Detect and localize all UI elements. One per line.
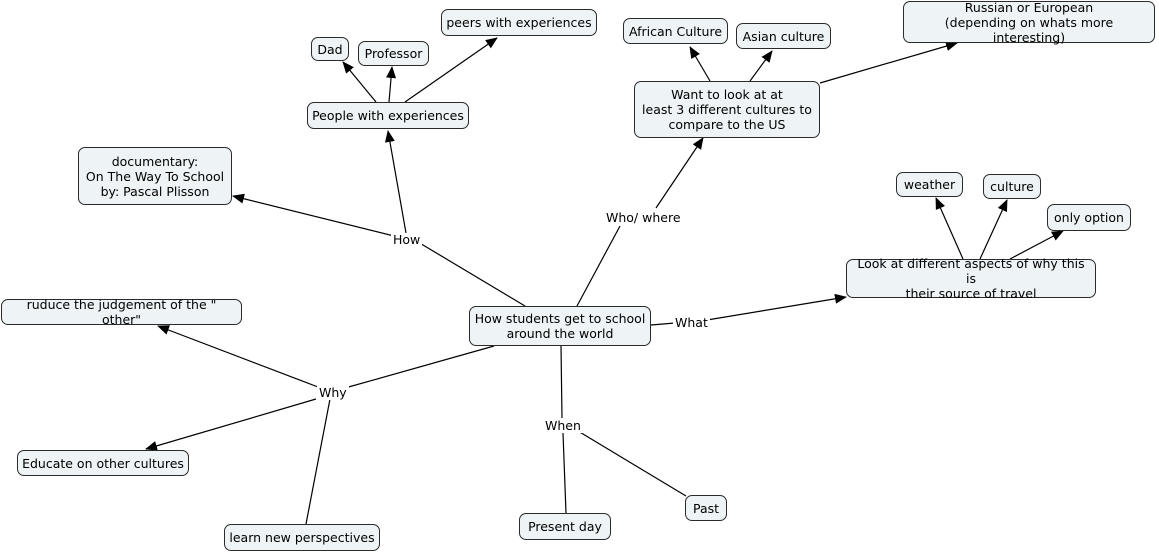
arrow-people-to-professor xyxy=(386,66,397,103)
arrow-how-to-documentary xyxy=(232,193,395,237)
arrow-why-to-educate xyxy=(145,398,317,451)
node-present-day[interactable]: Present day xyxy=(519,513,611,540)
node-past[interactable]: Past xyxy=(685,495,727,521)
node-professor[interactable]: Professor xyxy=(358,41,429,66)
node-learn-new-perspectives[interactable]: learn new perspectives xyxy=(224,524,380,551)
arrow-aspects-to-only-option xyxy=(1009,230,1064,260)
arrow-cultures-to-asian xyxy=(749,50,773,82)
line-center-to-who-where xyxy=(576,225,621,307)
arrow-who-where-to-cultures xyxy=(655,137,704,209)
node-peers-with-experiences[interactable]: peers with experiences xyxy=(441,9,597,36)
link-label-why: Why xyxy=(317,385,349,400)
arrow-aspects-to-culture xyxy=(979,199,1008,260)
node-russian-or-european[interactable]: Russian or European (depending on whats … xyxy=(903,0,1155,45)
link-label-who-where: Who/ where xyxy=(604,210,683,225)
arrow-people-to-dad xyxy=(342,61,377,103)
node-weather[interactable]: weather xyxy=(896,172,963,197)
arrow-cultures-to-african xyxy=(689,46,711,82)
line-when-to-present xyxy=(562,432,567,514)
arrow-how-to-people xyxy=(384,130,407,234)
node-dad[interactable]: Dad xyxy=(311,37,349,61)
line-center-to-what xyxy=(650,322,676,326)
node-culture[interactable]: culture xyxy=(983,174,1041,199)
node-only-option[interactable]: only option xyxy=(1047,204,1131,231)
node-reduce-judgement[interactable]: ruduce the judgement of the " other" xyxy=(1,297,242,327)
arrow-aspects-to-weather xyxy=(935,197,964,260)
node-different-aspects[interactable]: Look at different aspects of why this is… xyxy=(846,256,1096,301)
center-concept[interactable]: How students get to school around the wo… xyxy=(469,306,651,346)
arrow-people-to-peers xyxy=(404,37,498,103)
line-why-to-learn xyxy=(305,398,331,525)
node-documentary[interactable]: documentary: On The Way To School by: Pa… xyxy=(78,147,232,205)
node-african-culture[interactable]: African Culture xyxy=(623,18,728,44)
node-educate-on-other-cultures[interactable]: Educate on other cultures xyxy=(17,450,189,476)
arrow-cultures-to-russian xyxy=(819,41,958,84)
node-people-with-experiences[interactable]: People with experiences xyxy=(307,102,469,129)
line-center-to-why xyxy=(344,345,495,389)
link-label-how: How xyxy=(391,232,423,247)
link-label-when: When xyxy=(543,418,583,433)
link-label-what: What xyxy=(673,315,710,330)
line-center-to-how xyxy=(417,241,526,307)
arrow-what-to-aspects xyxy=(706,293,847,321)
node-asian-culture[interactable]: Asian culture xyxy=(736,23,831,49)
arrow-why-to-reduce xyxy=(157,325,319,388)
line-center-to-when xyxy=(560,345,563,419)
node-cultures[interactable]: Want to look at at least 3 different cul… xyxy=(634,81,820,138)
line-when-to-past xyxy=(577,430,687,497)
